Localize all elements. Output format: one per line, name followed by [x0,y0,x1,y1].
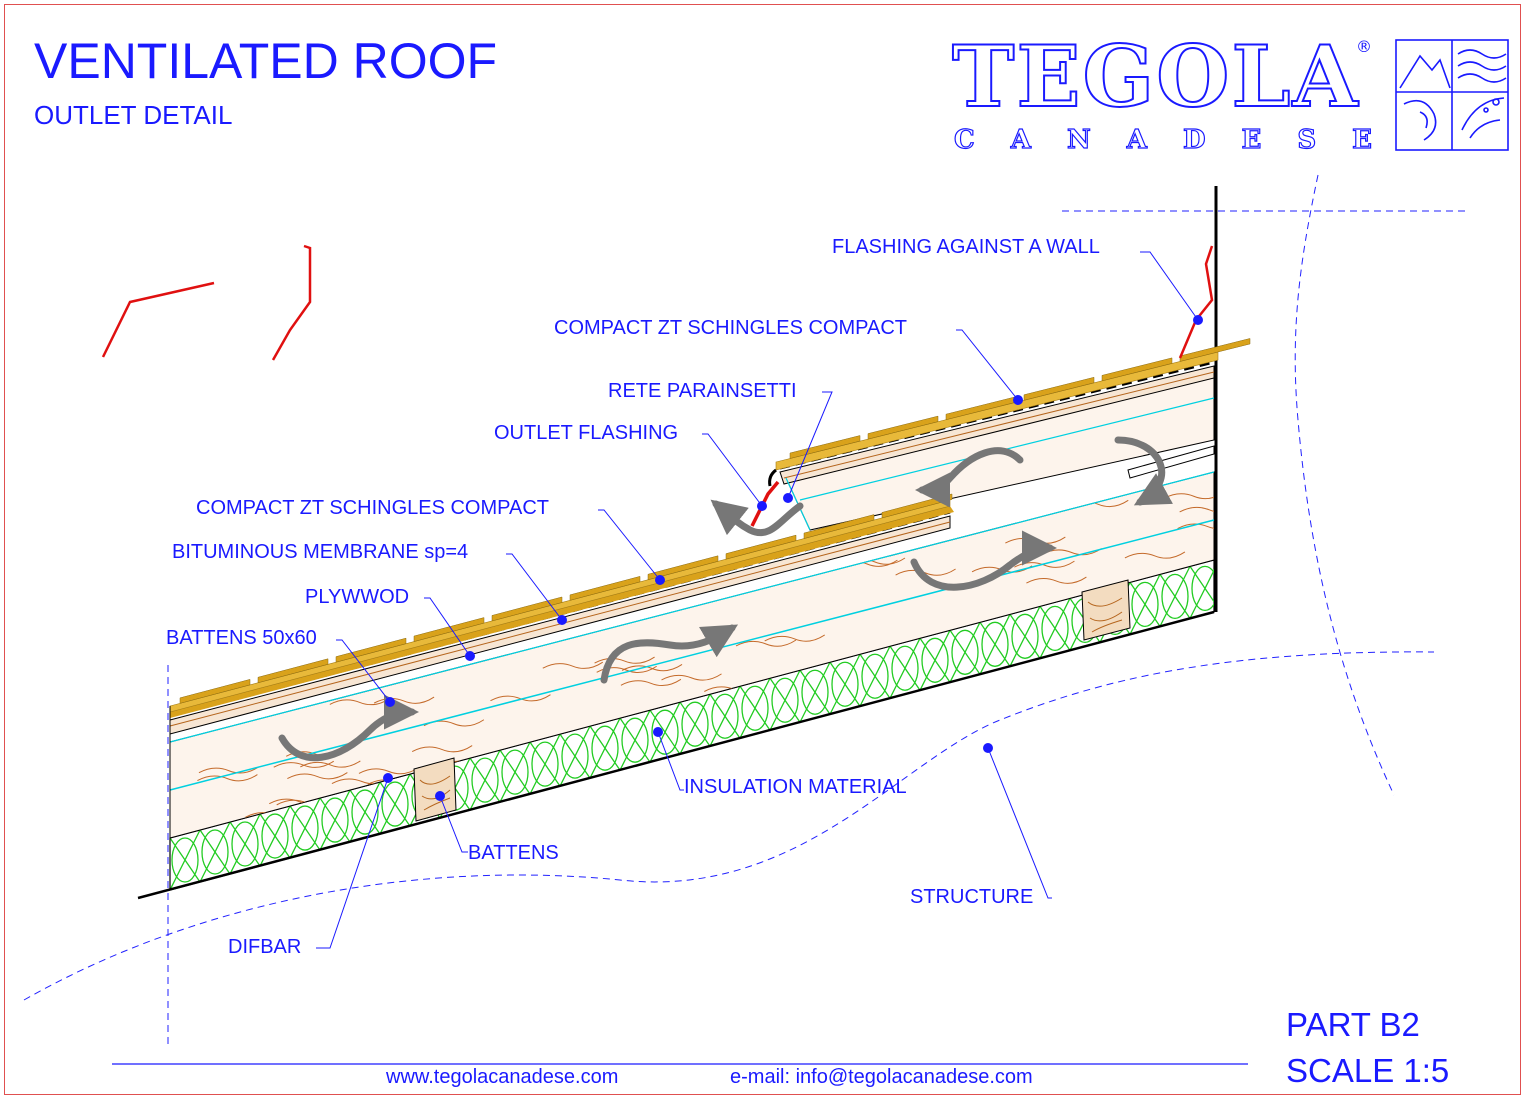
label-shingles-main: COMPACT ZT SCHINGLES COMPACT [196,497,549,520]
label-shingles-top: COMPACT ZT SCHINGLES COMPACT [554,317,907,340]
label-battens-50x60: BATTENS 50x60 [166,627,317,650]
logo-emblem-icon [1396,40,1508,150]
logo-brand-text: TEGOLA [952,27,1360,126]
label-plywood: PLYWWOD [305,586,409,609]
website-link[interactable]: www.tegolacanadese.com [386,1066,618,1089]
logo-subbrand-text: C A N A D E S E [954,125,1372,155]
batten-low [414,758,456,821]
label-battens: BATTENS [468,842,559,865]
label-rete-parainsetti: RETE PARAINSETTI [608,380,797,403]
logo-registered-mark: ® [1356,37,1372,56]
label-outlet-flashing: OUTLET FLASHING [494,422,678,445]
tegola-logo: TEGOLA ® C A N A D E S E [952,27,1508,155]
loose-flashing-profiles [103,246,310,360]
drawing-scale: SCALE 1:5 [1286,1052,1449,1090]
label-flashing-against-wall: FLASHING AGAINST A WALL [832,236,1100,259]
label-bituminous-membrane: BITUMINOUS MEMBRANE sp=4 [172,541,468,564]
label-difbar: DIFBAR [228,936,301,959]
part-number: PART B2 [1286,1006,1420,1044]
label-structure: STRUCTURE [910,886,1033,909]
label-insulation-material: INSULATION MATERIAL [684,776,907,799]
email-link[interactable]: e-mail: info@tegolacanadese.com [730,1066,1033,1089]
